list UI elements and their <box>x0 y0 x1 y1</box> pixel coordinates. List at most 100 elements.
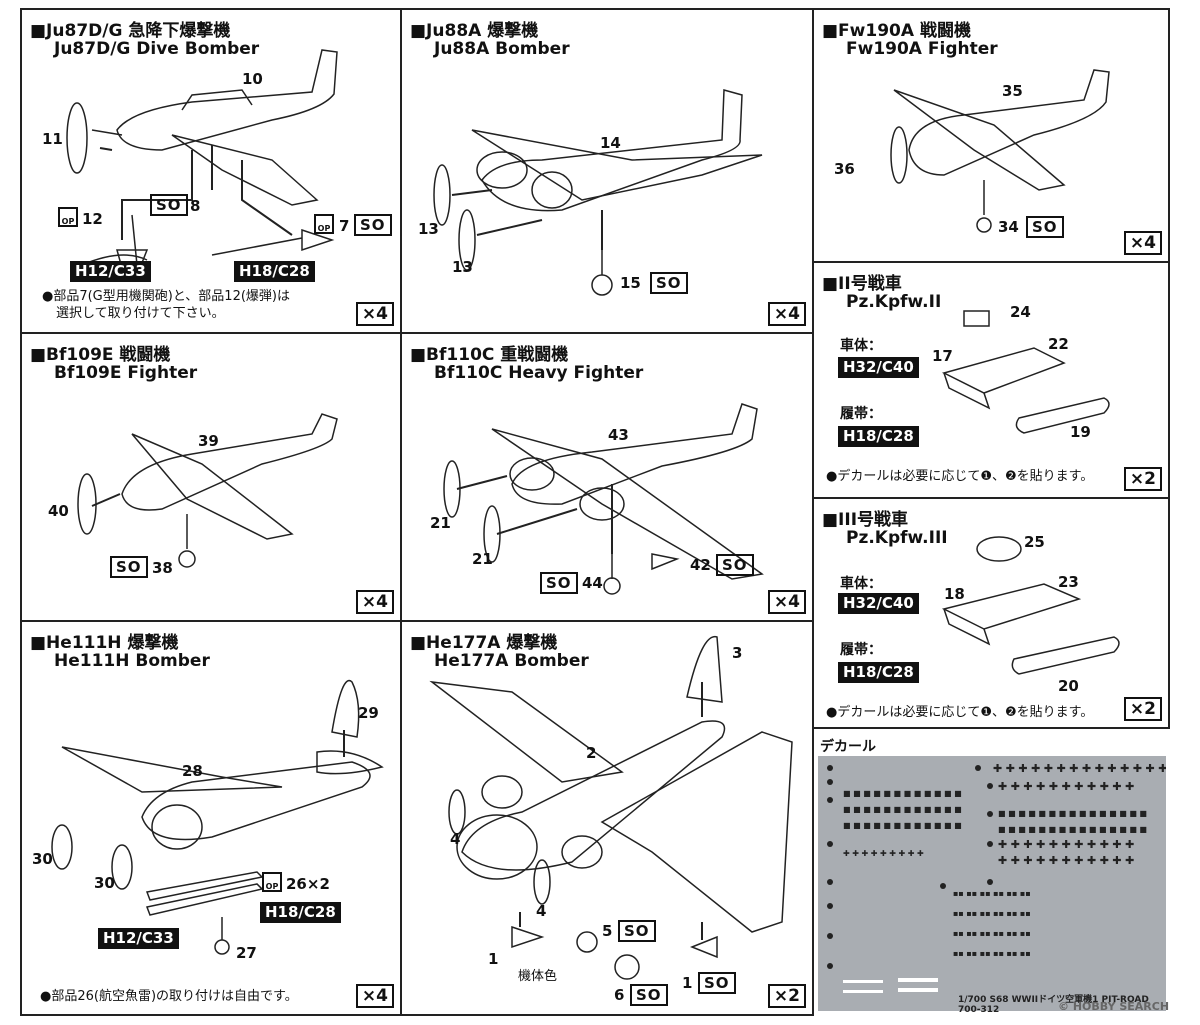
part-13: 13 <box>452 258 473 276</box>
quantity-badge: ×2 <box>1123 697 1162 721</box>
panel-ju87: ■Ju87D/G 急降下爆撃機 Ju87D/G Dive Bomber 10 1… <box>20 8 402 334</box>
part-6: 6 <box>614 986 625 1004</box>
panel-title-en: Ju87D/G Dive Bomber <box>54 39 260 59</box>
panel-title-en: Pz.Kpfw.II <box>846 292 942 312</box>
part-23: 23 <box>1058 573 1079 591</box>
panel-title-en: Fw190A Fighter <box>846 39 998 59</box>
panel-he177: ■He177A 爆撃機 He177A Bomber 3 2 4 4 5 SO 1… <box>400 620 814 1016</box>
quantity-badge: ×4 <box>355 302 394 326</box>
part-14: 14 <box>600 134 621 152</box>
part-44: 44 <box>582 574 603 592</box>
panel-bf109: ■Bf109E 戦闘機 Bf109E Fighter 39 40 SO 38 ×… <box>20 332 402 622</box>
svg-text:✚ ✚ ✚ ✚ ✚ ✚ ✚ ✚ ✚ ✚ ✚ ✚ ✚ ✚: ✚ ✚ ✚ ✚ ✚ ✚ ✚ ✚ ✚ ✚ ✚ ✚ ✚ ✚ <box>993 762 1166 775</box>
part-28: 28 <box>182 762 203 780</box>
part-40: 40 <box>48 502 69 520</box>
part-1: 1 <box>682 974 693 992</box>
part-20: 20 <box>1058 677 1079 695</box>
part-11: 11 <box>42 130 63 148</box>
op-icon: OP <box>262 872 282 892</box>
svg-text:■ ■ ■ ■ ■ ■ ■ ■ ■ ■ ■ ■: ■ ■ ■ ■ ■ ■ ■ ■ ■ ■ ■ ■ <box>843 805 962 814</box>
color-code: H18/C28 <box>234 261 315 282</box>
panel-fw190: ■Fw190A 戦闘機 Fw190A Fighter 35 36 34 SO ×… <box>812 8 1170 263</box>
panel-title-jp: ■Ju87D/G 急降下爆撃機 <box>30 21 231 41</box>
quantity-badge: ×4 <box>355 984 394 1008</box>
so-badge: SO <box>618 920 656 942</box>
bf109-illustration <box>77 413 338 568</box>
panel-title-jp: ■Bf109E 戦闘機 <box>30 345 171 365</box>
svg-text:▪▪ ▪▪ ▪▪ ▪▪ ▪▪ ▪▪: ▪▪ ▪▪ ▪▪ ▪▪ ▪▪ ▪▪ <box>953 909 1031 918</box>
color-code: H32/C40 <box>838 357 919 378</box>
so-badge: SO <box>698 972 736 994</box>
part-35: 35 <box>1002 82 1023 100</box>
part-39: 39 <box>198 432 219 450</box>
decal-title: デカール <box>820 739 876 755</box>
panel-bf110: ■Bf110C 重戦闘機 Bf110C Heavy Fighter 43 21 … <box>400 332 814 622</box>
part-5: 5 <box>602 922 613 940</box>
part-15: 15 <box>620 274 641 292</box>
panel-title-en: Bf109E Fighter <box>54 363 198 383</box>
so-badge: SO <box>150 194 188 216</box>
color-code: H18/C28 <box>838 662 919 683</box>
svg-text:✚ ✚ ✚ ✚ ✚ ✚ ✚ ✚ ✚: ✚ ✚ ✚ ✚ ✚ ✚ ✚ ✚ ✚ <box>843 849 924 858</box>
svg-text:■ ■ ■ ■ ■ ■ ■ ■ ■ ■ ■ ■ ■ ■ ■: ■ ■ ■ ■ ■ ■ ■ ■ ■ ■ ■ ■ ■ ■ ■ <box>998 809 1147 818</box>
svg-text:▪▪ ▪▪ ▪▪ ▪▪ ▪▪ ▪▪: ▪▪ ▪▪ ▪▪ ▪▪ ▪▪ ▪▪ <box>953 889 1031 898</box>
part-30: 30 <box>32 850 53 868</box>
quantity-badge: ×4 <box>767 302 806 326</box>
watermark: © HOBBY SEARCH <box>1058 1000 1170 1013</box>
panel-pz3: ■III号戦車 Pz.Kpfw.III 25 23 車体： 18 H32/C40… <box>812 497 1170 729</box>
part-4: 4 <box>536 902 547 920</box>
assembly-note: 選択して取り付けて下さい。 <box>56 306 225 321</box>
hull-label: 車体： <box>840 338 882 354</box>
panel-pz2: ■II号戦車 Pz.Kpfw.II 24 22 車体： 17 H32/C40 履… <box>812 261 1170 499</box>
part-34: 34 <box>998 218 1019 236</box>
bf110-illustration <box>443 403 764 595</box>
track-label: 履帯： <box>840 642 882 658</box>
panel-title-jp: ■Fw190A 戦闘機 <box>822 21 971 41</box>
panel-he111: ■He111H 爆撃機 He111H Bomber 29 28 30 30 OP… <box>20 620 402 1016</box>
so-badge: SO <box>354 214 392 236</box>
svg-text:✚ ✚ ✚ ✚ ✚ ✚ ✚ ✚ ✚ ✚ ✚: ✚ ✚ ✚ ✚ ✚ ✚ ✚ ✚ ✚ ✚ ✚ <box>998 838 1134 851</box>
color-code: H12/C33 <box>70 261 151 282</box>
quantity-badge: ×2 <box>1123 467 1162 491</box>
part-4: 4 <box>450 830 461 848</box>
part-18: 18 <box>944 585 965 603</box>
panel-title-en: Bf110C Heavy Fighter <box>434 363 644 383</box>
fw190-illustration <box>890 69 1110 233</box>
part-12: 12 <box>82 210 103 228</box>
part-3: 3 <box>732 644 743 662</box>
panel-title-jp: ■III号戦車 <box>822 510 909 530</box>
part-29: 29 <box>358 704 379 722</box>
ju88-illustration <box>433 89 763 296</box>
part-38: 38 <box>152 559 173 577</box>
he177-illustration <box>429 636 793 980</box>
part-17: 17 <box>932 347 953 365</box>
part-8: 8 <box>190 197 201 215</box>
svg-text:■ ■ ■ ■ ■ ■ ■ ■ ■ ■ ■ ■: ■ ■ ■ ■ ■ ■ ■ ■ ■ ■ ■ ■ <box>843 821 962 830</box>
part-21: 21 <box>430 514 451 532</box>
part-24: 24 <box>1010 303 1031 321</box>
panel-ju88: ■Ju88A 爆撃機 Ju88A Bomber 14 13 13 15 SO ×… <box>400 8 814 334</box>
svg-text:▪▪ ▪▪ ▪▪ ▪▪ ▪▪ ▪▪: ▪▪ ▪▪ ▪▪ ▪▪ ▪▪ ▪▪ <box>953 949 1031 958</box>
color-code: H12/C33 <box>98 928 179 949</box>
part-43: 43 <box>608 426 629 444</box>
panel-title-jp: ■II号戦車 <box>822 274 902 294</box>
color-code: H18/C28 <box>838 426 919 447</box>
part-10: 10 <box>242 70 263 88</box>
so-badge: SO <box>650 272 688 294</box>
quantity-badge: ×2 <box>767 984 806 1008</box>
panel-title-en: He177A Bomber <box>434 651 589 671</box>
svg-text:✚ ✚ ✚ ✚ ✚ ✚ ✚ ✚ ✚ ✚ ✚: ✚ ✚ ✚ ✚ ✚ ✚ ✚ ✚ ✚ ✚ ✚ <box>998 854 1134 867</box>
decal-marks: ✚ ✚ ✚ ✚ ✚ ✚ ✚ ✚ ✚ ✚ ✚ ✚ ✚ ✚ ✚ ✚ ✚ ✚ ✚ ✚ … <box>827 762 1166 993</box>
decal-note: ●デカールは必要に応じて❶、❷を貼ります。 <box>826 705 1094 720</box>
part-7: 7 <box>339 217 350 235</box>
pz2-illustration <box>941 310 1110 434</box>
decal-sheet: ✚ ✚ ✚ ✚ ✚ ✚ ✚ ✚ ✚ ✚ ✚ ✚ ✚ ✚ ✚ ✚ ✚ ✚ ✚ ✚ … <box>818 756 1166 1015</box>
panel-title-jp: ■Ju88A 爆撃機 <box>410 21 539 41</box>
svg-text:✚ ✚ ✚ ✚ ✚ ✚ ✚ ✚ ✚ ✚ ✚: ✚ ✚ ✚ ✚ ✚ ✚ ✚ ✚ ✚ ✚ ✚ <box>998 780 1134 793</box>
part-26: 26×2 <box>286 875 330 893</box>
op-icon: OP <box>58 207 78 227</box>
part-22: 22 <box>1048 335 1069 353</box>
so-badge: SO <box>540 572 578 594</box>
color-code: H32/C40 <box>838 593 919 614</box>
part-13: 13 <box>418 220 439 238</box>
